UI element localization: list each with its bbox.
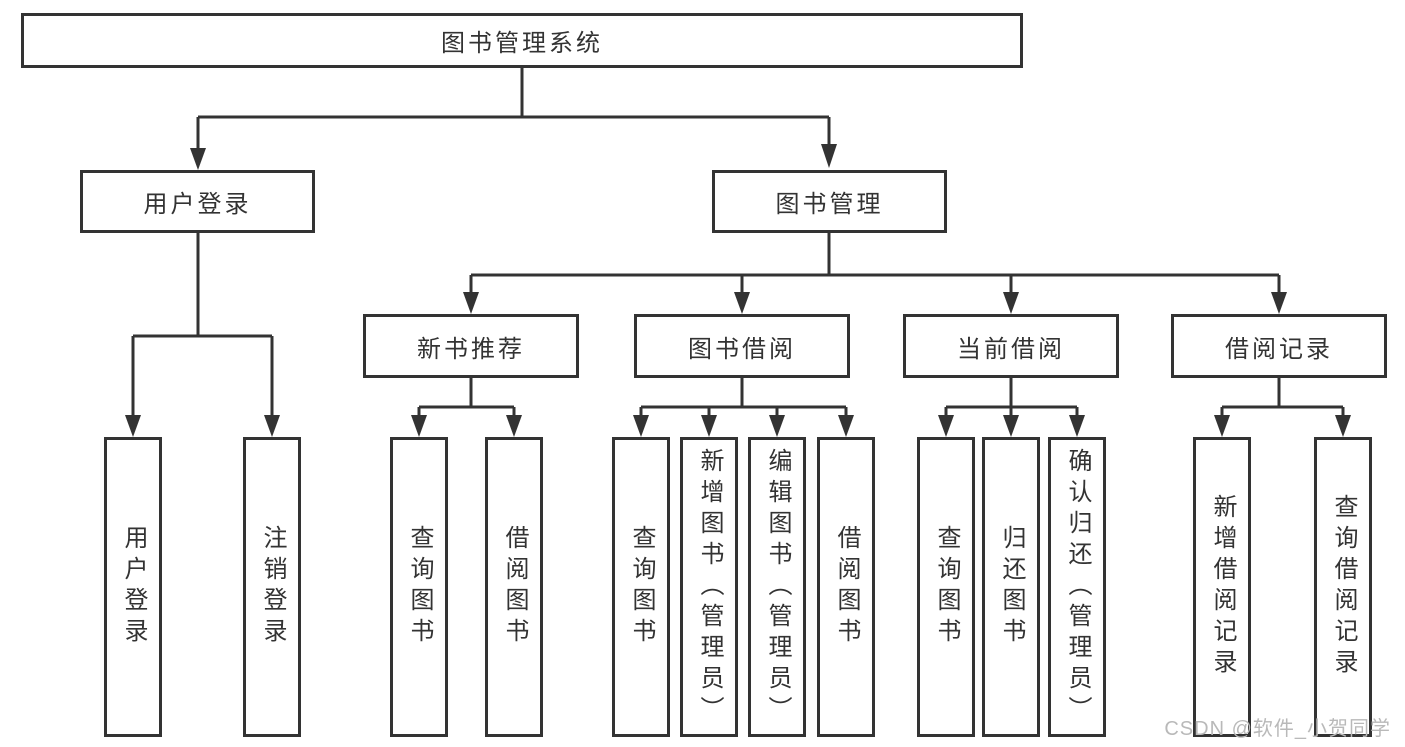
node-new-book-recommend: 新书推荐 [363,314,579,378]
arrowhead-icon [463,292,479,314]
node-label: 新增图书（管理员） [696,447,723,727]
leaf-return-books: 归还图书 [982,437,1040,737]
node-label: 图书管理 [775,191,884,218]
arrowhead-icon [1271,292,1287,314]
connector-current-borrow [944,378,1079,419]
arrowhead-icon [125,415,141,437]
connector-user-login [131,233,274,417]
node-label: 确认归还（管理员） [1064,447,1091,727]
node-borrow-records: 借阅记录 [1171,314,1387,378]
leaf-confirm-return-admin: 确认归还（管理员） [1048,437,1106,737]
node-label: 当前借阅 [957,335,1065,363]
node-label: 查询借阅记录 [1330,494,1357,680]
leaf-query-books: 查询图书 [917,437,975,737]
node-current-borrow: 当前借阅 [903,314,1119,378]
node-label: 查询图书 [933,525,960,649]
node-label: 用户登录 [143,191,252,218]
arrowhead-icon [633,415,649,437]
node-library-management-system: 图书管理系统 [21,13,1023,68]
node-label: 借阅图书 [833,525,860,649]
leaf-borrow-books: 借阅图书 [817,437,875,737]
leaf-add-books-admin: 新增图书（管理员） [680,437,738,737]
arrowhead-icon [701,415,717,437]
arrowhead-icon [734,292,750,314]
node-label: 归还图书 [998,525,1025,649]
connector-new-book-recommend [417,378,516,419]
leaf-edit-books-admin: 编辑图书（管理员） [748,437,806,737]
leaf-logout: 注销登录 [243,437,301,737]
node-label: 注销登录 [259,525,286,649]
arrowhead-icon [1069,415,1085,437]
arrowhead-icon [938,415,954,437]
leaf-add-borrow-record: 新增借阅记录 [1193,437,1251,737]
node-book-management: 图书管理 [712,170,947,233]
node-label: 用户登录 [120,525,147,649]
arrowhead-icon [411,415,427,437]
node-label: 借阅记录 [1225,335,1333,363]
leaf-user-login: 用户登录 [104,437,162,737]
arrowhead-icon [838,415,854,437]
node-label: 图书借阅 [688,335,796,363]
leaf-query-books: 查询图书 [612,437,670,737]
node-label: 查询图书 [628,525,655,649]
leaf-query-books: 查询图书 [390,437,448,737]
node-book-borrow: 图书借阅 [634,314,850,378]
csdn-watermark: CSDN @软件_小贺同学 [1164,718,1391,740]
arrowhead-icon [1214,415,1230,437]
node-user-login: 用户登录 [80,170,315,233]
arrowhead-icon [1335,415,1351,437]
node-label: 查询图书 [406,525,433,649]
arrowhead-icon [1003,415,1019,437]
connector-book-borrow [639,378,848,419]
arrowhead-icon [190,148,206,170]
arrowhead-icon [264,415,280,437]
arrowhead-icon [1003,292,1019,314]
node-label: 编辑图书（管理员） [764,447,791,727]
leaf-query-borrow-record: 查询借阅记录 [1314,437,1372,737]
arrowhead-icon [821,144,837,168]
connector-root [196,68,831,150]
node-label: 借阅图书 [501,525,528,649]
node-label: 新书推荐 [417,335,525,363]
node-label: 新增借阅记录 [1209,494,1236,680]
arrowhead-icon [769,415,785,437]
connector-borrow-records [1220,378,1345,419]
leaf-borrow-books: 借阅图书 [485,437,543,737]
arrowhead-icon [506,415,522,437]
node-label: 图书管理系统 [441,30,603,57]
connector-book-management [469,233,1281,294]
